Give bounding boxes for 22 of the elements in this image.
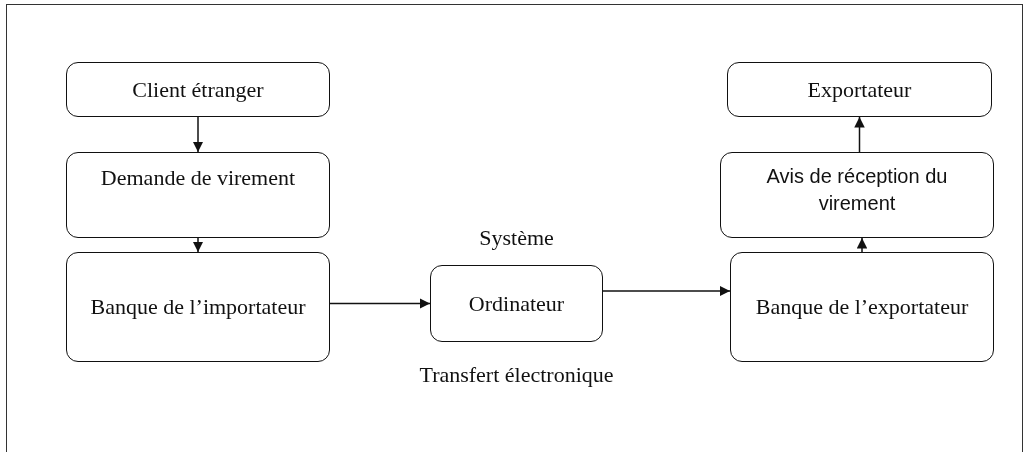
box-label: Exportateur — [806, 75, 913, 104]
box-label: Banque de l’exportateur — [754, 293, 970, 322]
box-label: Avis de réception du virement — [765, 164, 949, 216]
heading-label: Système — [479, 225, 554, 251]
arrow — [854, 116, 865, 153]
process-box — [66, 62, 330, 117]
process-box — [430, 265, 603, 342]
caption-label: Transfert électronique — [419, 362, 614, 388]
process-box — [727, 62, 992, 117]
process-box — [720, 152, 994, 238]
arrow — [602, 285, 731, 297]
box-label: Ordinateur — [468, 289, 565, 318]
process-box — [730, 252, 994, 362]
arrow — [192, 237, 204, 253]
arrow — [856, 237, 868, 253]
process-box — [66, 152, 330, 238]
process-box — [66, 252, 330, 362]
arrow — [192, 116, 204, 153]
box-label: Client étranger — [131, 75, 265, 104]
arrow — [329, 298, 431, 309]
box-label: Demande de virement — [99, 164, 297, 192]
box-label: Banque de l’importateur — [89, 293, 307, 322]
